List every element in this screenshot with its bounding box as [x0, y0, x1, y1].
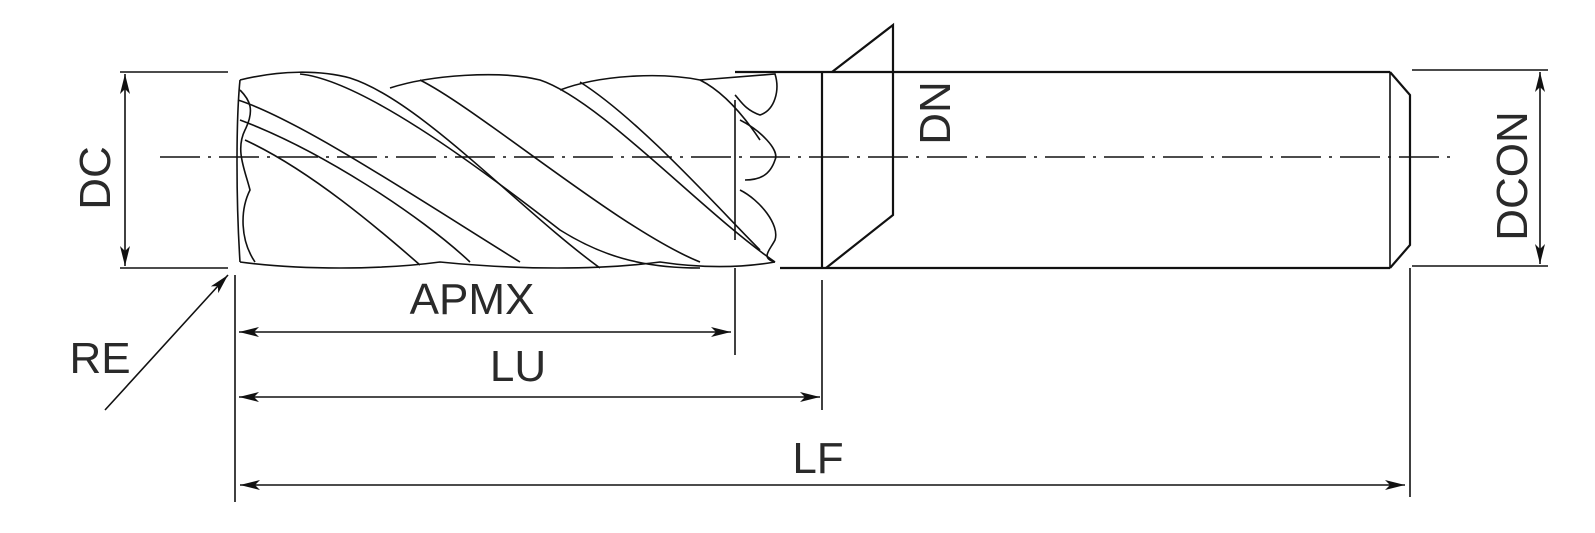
dn-label: DN — [911, 81, 960, 145]
neck-outline — [825, 22, 895, 269]
dcon-dimension: DCON — [1412, 69, 1548, 267]
shank — [735, 70, 1412, 270]
dc-dimension: DC — [71, 71, 228, 269]
apmx-label: APMX — [410, 275, 535, 324]
lu-dimension: LU — [239, 280, 823, 410]
lf-label: LF — [792, 434, 843, 483]
lu-label: LU — [490, 342, 546, 391]
cutting-flutes — [236, 71, 778, 269]
re-dimension: RE — [69, 274, 229, 411]
dcon-label: DCON — [1488, 111, 1537, 241]
apmx-dimension: APMX — [239, 268, 736, 355]
dc-label: DC — [71, 146, 120, 210]
lf-dimension: LF — [234, 268, 1411, 502]
re-label: RE — [69, 334, 130, 383]
